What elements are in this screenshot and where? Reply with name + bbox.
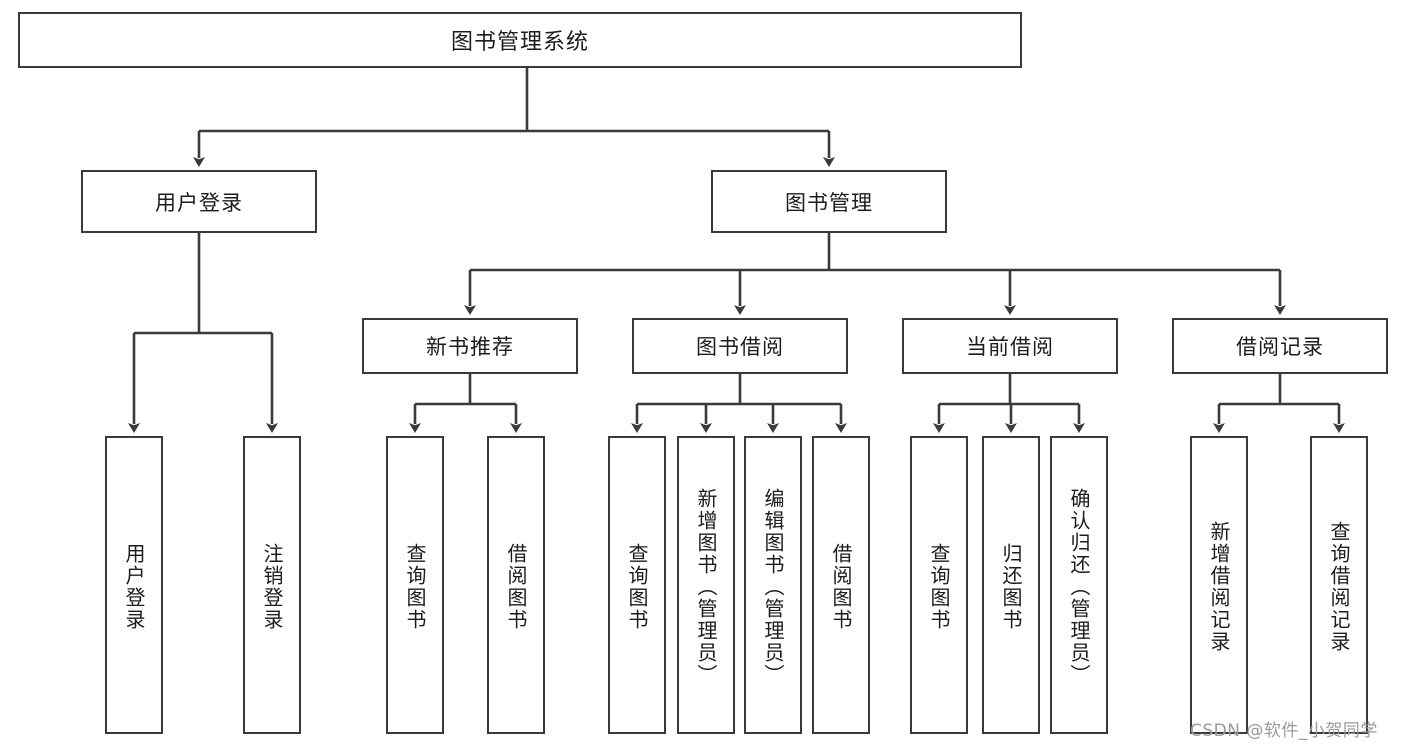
node-level3-0[interactable]: 新书推荐 [362, 318, 578, 374]
node-label: 查询图书 [625, 543, 649, 631]
node-level2-1[interactable]: 图书管理 [711, 170, 947, 233]
node-leaf-1[interactable]: 注销登录 [243, 436, 301, 734]
node-level3-1[interactable]: 图书借阅 [632, 318, 848, 374]
node-label: 图书管理 [785, 190, 873, 215]
node-level2-0[interactable]: 用户登录 [81, 170, 317, 233]
node-label: 图书借阅 [696, 335, 784, 359]
node-level3-2[interactable]: 当前借阅 [902, 318, 1118, 374]
node-leaf-3[interactable]: 借阅图书 [487, 436, 545, 734]
node-leaf-8[interactable]: 查询图书 [910, 436, 968, 734]
node-leaf-12[interactable]: 查询借阅记录 [1310, 436, 1368, 734]
node-label: 新增图书（管理员） [694, 488, 718, 686]
node-leaf-5[interactable]: 新增图书（管理员） [677, 436, 735, 734]
node-label: 借阅记录 [1236, 335, 1324, 359]
node-label: 当前借阅 [966, 335, 1054, 359]
node-label: 借阅图书 [829, 543, 853, 631]
node-leaf-7[interactable]: 借阅图书 [812, 436, 870, 734]
node-root-system[interactable]: 图书管理系统 [18, 12, 1022, 68]
watermark-text: CSDN @软件_小贺同学 [1190, 721, 1378, 741]
node-leaf-6[interactable]: 编辑图书（管理员） [744, 436, 802, 734]
node-label: 查询图书 [927, 543, 951, 631]
node-label: 新增借阅记录 [1207, 521, 1231, 653]
node-leaf-0[interactable]: 用户登录 [105, 436, 163, 734]
node-label: 新书推荐 [426, 335, 514, 359]
node-label: 查询图书 [403, 543, 427, 631]
node-leaf-9[interactable]: 归还图书 [982, 436, 1040, 734]
node-label: 用户登录 [155, 190, 243, 215]
node-label: 图书管理系统 [450, 30, 589, 55]
node-label: 借阅图书 [504, 543, 528, 631]
node-label: 注销登录 [260, 543, 284, 631]
node-label: 归还图书 [999, 543, 1023, 631]
node-leaf-4[interactable]: 查询图书 [608, 436, 666, 734]
node-label: 编辑图书（管理员） [761, 488, 785, 686]
node-leaf-11[interactable]: 新增借阅记录 [1190, 436, 1248, 734]
node-leaf-2[interactable]: 查询图书 [386, 436, 444, 734]
node-level3-3[interactable]: 借阅记录 [1172, 318, 1388, 374]
node-label: 查询借阅记录 [1327, 521, 1351, 653]
node-label: 确认归还（管理员） [1067, 488, 1091, 686]
node-label: 用户登录 [122, 543, 146, 631]
node-leaf-10[interactable]: 确认归还（管理员） [1050, 436, 1108, 734]
